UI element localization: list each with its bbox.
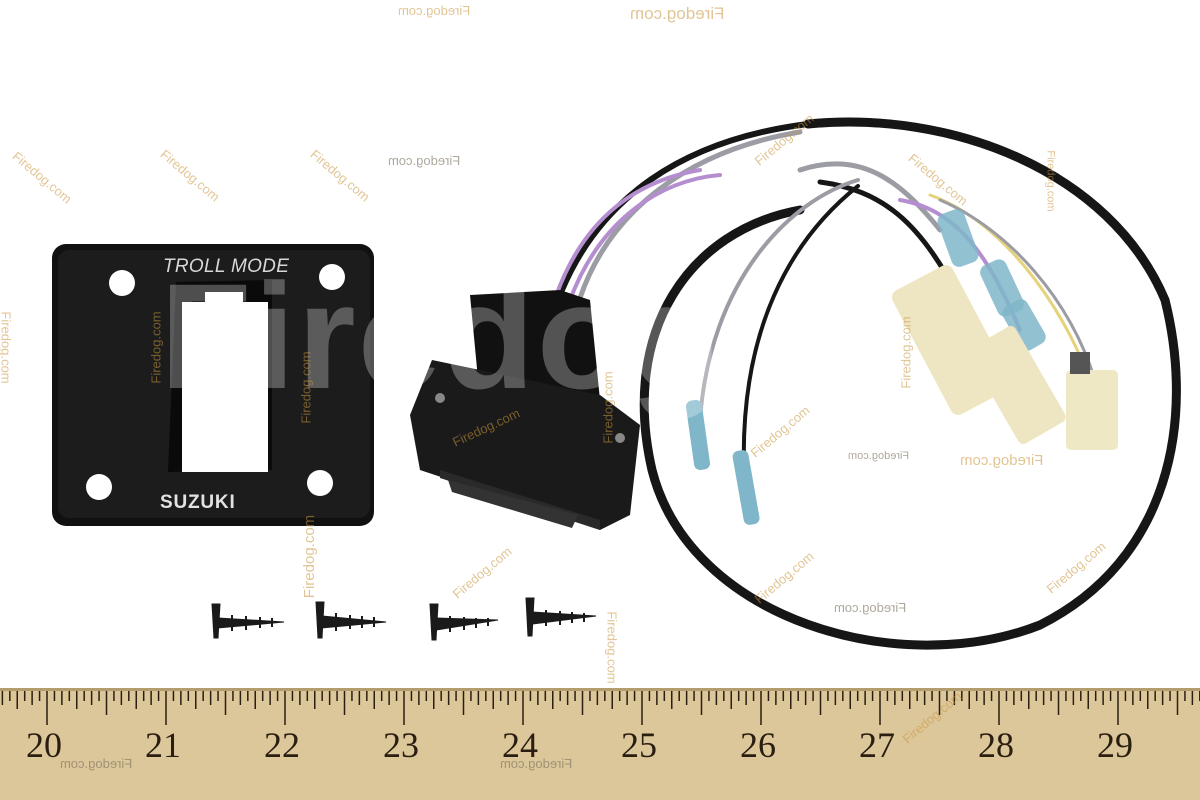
ruler-label: 20 xyxy=(26,725,62,765)
ruler-label: 22 xyxy=(264,725,300,765)
crimp-terminals xyxy=(685,209,1046,525)
ruler-label: 25 xyxy=(621,725,657,765)
switch-cutout xyxy=(182,302,268,472)
rocker-button xyxy=(448,480,578,528)
screw xyxy=(315,601,387,639)
ruler-label: 29 xyxy=(1097,725,1133,765)
mount-hole xyxy=(86,474,112,500)
switch-panel-plate xyxy=(52,244,374,526)
wire-connectors xyxy=(891,265,1118,450)
ruler-label: 26 xyxy=(740,725,776,765)
ruler-label: 28 xyxy=(978,725,1014,765)
mount-hole xyxy=(109,270,135,296)
mounting-screws xyxy=(211,597,597,641)
ruler-label: 23 xyxy=(383,725,419,765)
screw xyxy=(525,597,597,637)
ruler-label: 21 xyxy=(145,725,181,765)
plate-title-label: TROLL MODE xyxy=(163,256,290,277)
measuring-ruler xyxy=(0,688,1200,800)
plate-brand-label: SUZUKI xyxy=(160,492,236,513)
screw xyxy=(429,603,499,641)
screw xyxy=(211,603,285,639)
rocker-switch xyxy=(410,290,640,530)
mount-hole xyxy=(307,470,333,496)
ruler-label: 27 xyxy=(859,725,895,765)
ruler-label: 24 xyxy=(502,725,538,765)
mount-hole xyxy=(319,264,345,290)
